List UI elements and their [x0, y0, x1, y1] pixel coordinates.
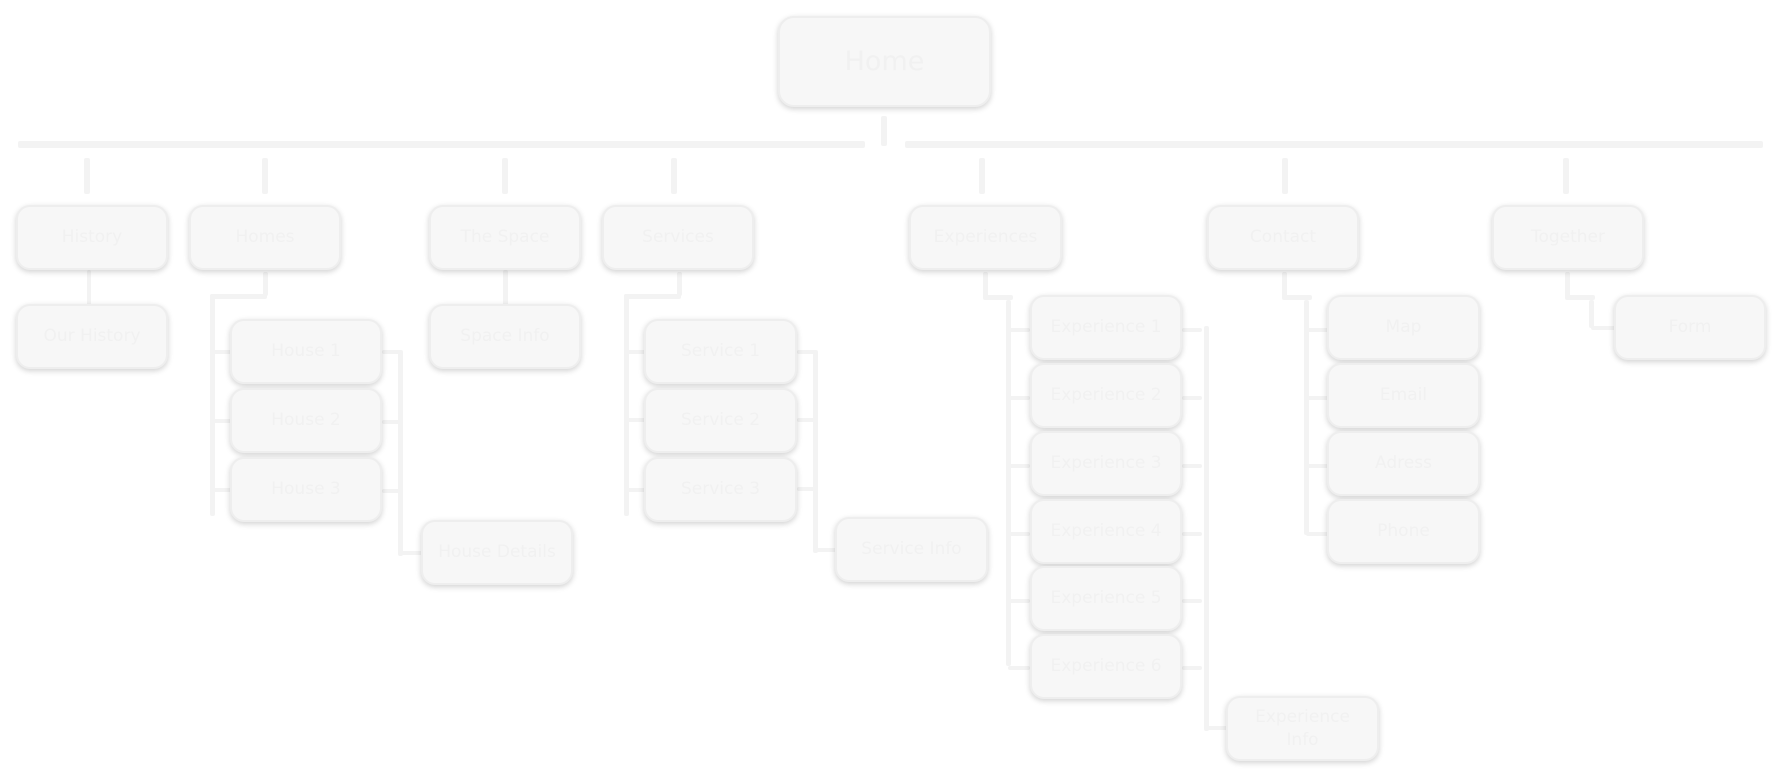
connector	[671, 158, 677, 194]
connector	[1182, 666, 1202, 670]
connector	[1563, 158, 1569, 194]
connector	[212, 488, 232, 492]
node-services[interactable]: Services	[602, 205, 754, 270]
connector	[263, 272, 268, 296]
connector	[1182, 396, 1202, 400]
connector	[18, 141, 865, 148]
node-house-1[interactable]: House 1	[230, 319, 382, 384]
node-contact[interactable]: Contact	[1207, 205, 1359, 270]
node-adress[interactable]: Adress	[1327, 431, 1480, 496]
connector	[1306, 464, 1328, 468]
connector	[1182, 599, 1202, 603]
connector	[1008, 464, 1030, 468]
connector	[979, 158, 985, 194]
connector	[1008, 532, 1030, 536]
connector	[1204, 326, 1209, 731]
node-together[interactable]: Together	[1492, 205, 1644, 270]
connector	[503, 270, 508, 306]
connector	[212, 350, 232, 354]
connector	[1565, 272, 1570, 298]
connector	[1591, 326, 1615, 330]
connector	[1282, 272, 1287, 298]
node-our-history[interactable]: Our History	[16, 304, 168, 369]
node-house-details[interactable]: House Details	[421, 520, 573, 585]
connector	[797, 350, 817, 354]
connector	[210, 294, 267, 299]
connector	[1182, 464, 1202, 468]
connector	[881, 116, 887, 146]
connector	[1306, 532, 1328, 536]
connector	[262, 158, 268, 194]
node-space-info[interactable]: Space Info	[429, 304, 581, 369]
node-experience-4[interactable]: Experience 4	[1030, 499, 1182, 564]
connector	[398, 350, 403, 556]
connector	[382, 489, 402, 493]
connector	[1282, 295, 1312, 300]
node-experiences[interactable]: Experiences	[909, 205, 1062, 270]
connector	[626, 350, 646, 354]
connector	[212, 419, 232, 423]
connector	[677, 272, 682, 296]
connector	[624, 294, 629, 516]
connector	[1306, 396, 1328, 400]
connector	[1008, 599, 1030, 603]
node-homes[interactable]: Homes	[189, 205, 341, 270]
node-service-2[interactable]: Service 2	[644, 388, 797, 453]
connector	[1008, 396, 1030, 400]
connector	[1182, 532, 1202, 536]
node-the-space[interactable]: The Space	[429, 205, 581, 270]
connector	[797, 487, 817, 491]
connector	[502, 158, 508, 194]
node-service-1[interactable]: Service 1	[644, 319, 797, 384]
node-house-2[interactable]: House 2	[230, 388, 382, 453]
connector	[983, 295, 1013, 300]
node-service-3[interactable]: Service 3	[644, 457, 797, 522]
connector	[624, 294, 681, 299]
node-experience-6[interactable]: Experience 6	[1030, 634, 1182, 699]
connector	[1306, 328, 1328, 332]
node-home[interactable]: Home	[778, 16, 991, 107]
connector	[1006, 300, 1011, 666]
connector	[210, 294, 215, 516]
node-experience-2[interactable]: Experience 2	[1030, 363, 1182, 428]
node-email[interactable]: Email	[1327, 363, 1480, 428]
connector	[1589, 300, 1594, 328]
connector	[813, 350, 818, 553]
connector	[797, 418, 817, 422]
node-experience-1[interactable]: Experience 1	[1030, 295, 1182, 360]
node-phone[interactable]: Phone	[1327, 499, 1480, 564]
connector	[983, 272, 988, 298]
connector	[1282, 158, 1288, 194]
node-map[interactable]: Map	[1327, 295, 1480, 360]
connector	[87, 270, 91, 306]
connector	[1204, 726, 1228, 730]
connector	[1008, 328, 1030, 332]
node-experience-5[interactable]: Experience 5	[1030, 566, 1182, 631]
node-history[interactable]: History	[16, 205, 168, 270]
connector	[626, 418, 646, 422]
connector	[1182, 328, 1202, 332]
node-experience-info[interactable]: Experience Info	[1226, 696, 1379, 761]
node-form[interactable]: Form	[1614, 295, 1766, 360]
connector	[626, 488, 646, 492]
node-service-info[interactable]: Service Info	[835, 517, 988, 582]
connector	[382, 420, 402, 424]
connector	[398, 551, 422, 555]
connector	[1008, 666, 1030, 670]
connector	[1565, 295, 1595, 300]
connector	[813, 548, 837, 552]
connector	[1304, 300, 1309, 535]
connector	[84, 158, 90, 194]
connector	[905, 141, 1763, 148]
node-house-3[interactable]: House 3	[230, 457, 382, 522]
connector	[382, 350, 402, 354]
node-experience-3[interactable]: Experience 3	[1030, 431, 1182, 496]
